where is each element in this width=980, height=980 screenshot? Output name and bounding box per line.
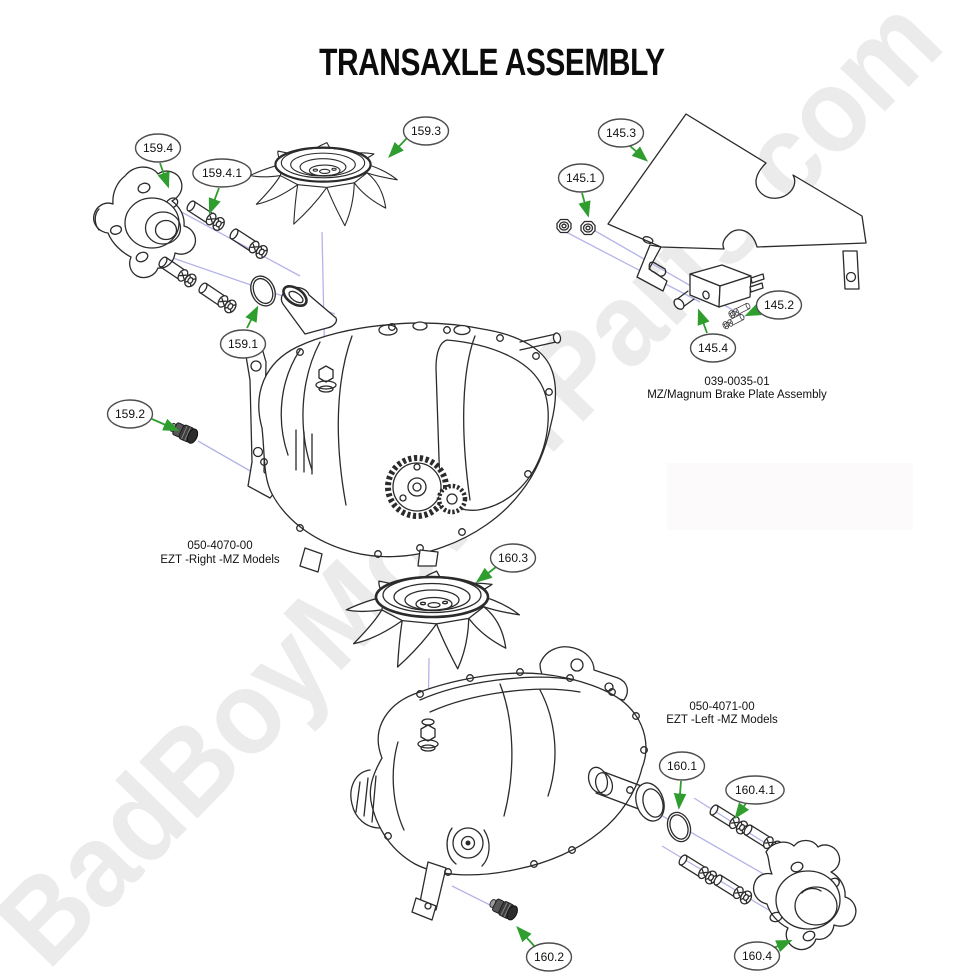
leader-arrow: [475, 566, 497, 583]
callout-159.4.1: 159.4.1: [192, 158, 252, 215]
brake-plate-assembly-drawing: [556, 113, 867, 331]
callout-bubble: [192, 158, 252, 188]
callout-160.3: 160.3: [475, 543, 537, 583]
brake-plate-model: MZ/Magnum Brake Plate Assembly: [647, 389, 827, 401]
callout-layer: 159.4 159.4.1 159.3 159.1 159.2 145.3 145.1 145…: [106, 116, 803, 972]
callout-bubble: [525, 942, 573, 972]
callout-145.3: 145.3: [597, 118, 649, 162]
callout-bubble: [658, 751, 706, 781]
callout-label: 160.1: [667, 759, 697, 773]
o-ring-left: [666, 811, 692, 843]
left-transaxle-model: EZT -Left -MZ Models: [666, 714, 778, 726]
brake-plate-part-number: 039-0035-01: [704, 376, 769, 388]
leader-arrow: [208, 187, 221, 215]
callout-160.4.1: 160.4.1: [725, 775, 785, 820]
axle-hub-flange-left: [752, 839, 857, 951]
leader-arrow: [151, 418, 180, 432]
callout-label: 159.1: [228, 337, 258, 351]
leader-arrow: [697, 308, 710, 334]
callout-bubble: [402, 116, 450, 146]
callout-145.4: 145.4: [689, 308, 737, 363]
callout-bubble: [557, 163, 605, 193]
callout-label: 159.2: [115, 407, 145, 421]
o-ring-right: [250, 275, 276, 307]
leader-arrow: [245, 305, 259, 329]
callout-label: 160.4: [742, 949, 772, 963]
leader-arrow: [157, 162, 170, 189]
leader-arrow: [673, 780, 687, 810]
callout-label: 159.4.1: [202, 166, 242, 180]
callout-label: 145.3: [606, 126, 636, 140]
leader-arrow: [629, 145, 649, 162]
callout-145.1: 145.1: [557, 163, 605, 218]
right-transaxle-model: EZT -Right -MZ Models: [160, 554, 280, 566]
callout-label: 145.4: [698, 341, 728, 355]
callout-bubble: [725, 775, 785, 805]
callout-bubble: [755, 290, 803, 320]
callout-160.1: 160.1: [658, 751, 706, 810]
callout-159.4: 159.4: [134, 133, 182, 189]
callout-159.2: 159.2: [106, 399, 180, 432]
callout-145.2: 145.2: [744, 290, 803, 320]
callout-bubble: [733, 941, 781, 971]
callout-bubble: [489, 543, 537, 573]
transaxle-right-drawing: [245, 285, 562, 573]
transaxle-left-drawing: [350, 646, 665, 921]
callout-label: 160.2: [534, 950, 564, 964]
callout-bubble: [689, 333, 737, 363]
leader-arrow: [516, 925, 537, 949]
axle-hub-flange-right: [93, 166, 197, 279]
leader-arrow: [578, 192, 591, 218]
callout-label: 160.4.1: [735, 783, 775, 797]
callout-bubble: [134, 133, 182, 163]
callout-160.2: 160.2: [516, 925, 573, 972]
callout-159.3: 159.3: [388, 116, 450, 158]
callout-bubble: [106, 399, 154, 429]
callout-label: 159.3: [411, 124, 441, 138]
leader-arrow: [388, 137, 408, 158]
callout-160.4: 160.4: [733, 939, 793, 971]
callout-bubble: [219, 329, 267, 359]
callout-label: 159.4: [143, 141, 173, 155]
leader-arrow: [734, 801, 750, 820]
callout-label: 145.2: [764, 298, 794, 312]
callout-159.1: 159.1: [219, 305, 267, 359]
part-labels: 050-4070-00 EZT -Right -MZ Models 039-00…: [160, 376, 827, 726]
callout-bubble: [597, 118, 645, 148]
callout-label: 145.1: [566, 171, 596, 185]
right-transaxle-part-number: 050-4070-00: [187, 540, 252, 552]
page-title: TRANSAXLE ASSEMBLY: [319, 42, 665, 84]
watermark-patch: [667, 463, 913, 530]
left-transaxle-part-number: 050-4071-00: [689, 701, 754, 713]
callout-label: 160.3: [498, 551, 528, 565]
